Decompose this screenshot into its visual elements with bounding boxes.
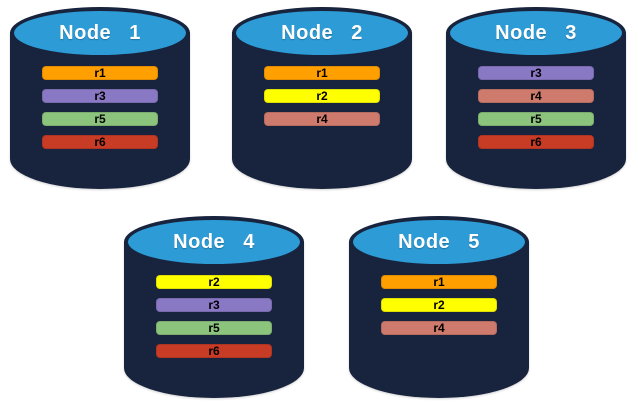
replica-bar-r1: r1 xyxy=(42,66,158,80)
replica-bar-r5: r5 xyxy=(156,321,272,335)
node-cylinder: Node 5 r1 r2 r4 xyxy=(349,216,529,398)
replica-bar-r2: r2 xyxy=(264,89,380,103)
cylinder-top-ellipse: Node 1 xyxy=(10,7,190,59)
replica-bar-r6: r6 xyxy=(156,344,272,358)
replica-bar-r4: r4 xyxy=(381,321,497,335)
node-cylinder: Node 4 r2 r3 r5 r6 xyxy=(124,216,304,398)
replica-list: r1 r2 r4 xyxy=(264,66,380,126)
cylinder-top-ellipse: Node 3 xyxy=(446,7,626,59)
node-label: Node 2 xyxy=(281,21,363,44)
cylinder-top-ellipse: Node 2 xyxy=(232,7,412,59)
replica-bar-r5: r5 xyxy=(478,112,594,126)
replica-bar-r3: r3 xyxy=(42,89,158,103)
node-label: Node 1 xyxy=(59,21,141,44)
replica-list: r2 r3 r5 r6 xyxy=(156,275,272,358)
cylinder-top-ellipse: Node 5 xyxy=(349,216,529,268)
replica-bar-r1: r1 xyxy=(264,66,380,80)
replica-list: r1 r2 r4 xyxy=(381,275,497,335)
replica-bar-r3: r3 xyxy=(478,66,594,80)
replica-bar-r2: r2 xyxy=(156,275,272,289)
replica-bar-r4: r4 xyxy=(264,112,380,126)
node-label: Node 4 xyxy=(173,230,255,253)
replica-list: r1 r3 r5 r6 xyxy=(42,66,158,149)
replica-bar-r6: r6 xyxy=(42,135,158,149)
node-label: Node 3 xyxy=(495,21,577,44)
node-cylinder: Node 3 r3 r4 r5 r6 xyxy=(446,7,626,189)
replica-bar-r3: r3 xyxy=(156,298,272,312)
replica-bar-r1: r1 xyxy=(381,275,497,289)
replica-bar-r4: r4 xyxy=(478,89,594,103)
node-label: Node 5 xyxy=(398,230,480,253)
replica-bar-r2: r2 xyxy=(381,298,497,312)
replica-list: r3 r4 r5 r6 xyxy=(478,66,594,149)
replica-bar-r6: r6 xyxy=(478,135,594,149)
node-cylinder: Node 1 r1 r3 r5 r6 xyxy=(10,7,190,189)
node-cylinder: Node 2 r1 r2 r4 xyxy=(232,7,412,189)
replica-bar-r5: r5 xyxy=(42,112,158,126)
cylinder-top-ellipse: Node 4 xyxy=(124,216,304,268)
